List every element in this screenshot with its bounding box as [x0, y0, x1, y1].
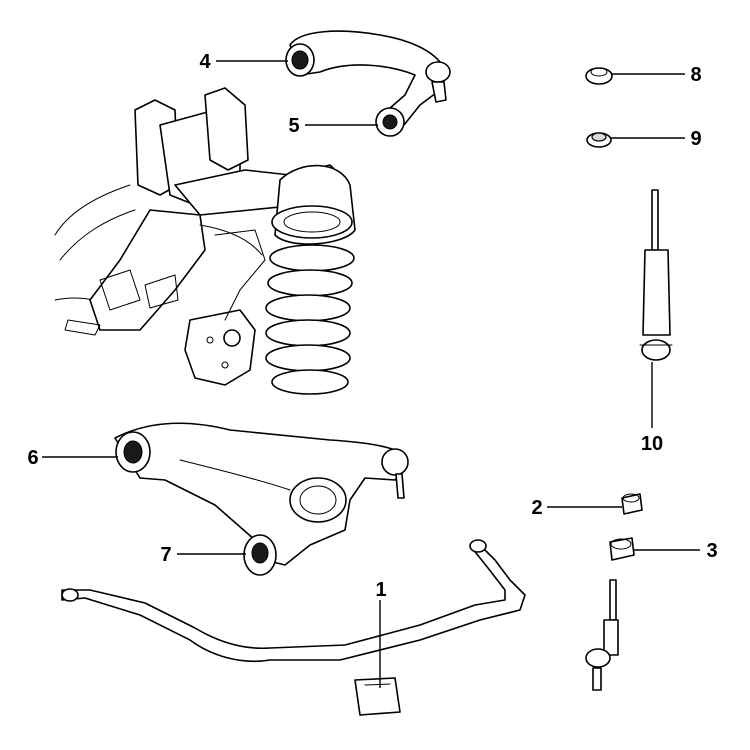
stabilizer-link — [585, 579, 619, 691]
upper-control-arm — [285, 30, 451, 137]
bushing-3 — [609, 537, 635, 561]
callout-8: 8 — [690, 64, 701, 86]
nut-9 — [586, 132, 612, 148]
shock-absorber — [639, 189, 673, 361]
lower-control-arm — [114, 422, 409, 576]
callout-7: 7 — [160, 544, 171, 566]
callout-6: 6 — [27, 447, 38, 469]
isolator-8 — [585, 67, 613, 85]
callout-1: 1 — [375, 579, 386, 601]
bushing-2 — [621, 493, 643, 515]
coil-spring — [265, 164, 356, 395]
callout-9: 9 — [690, 128, 701, 150]
callout-3: 3 — [706, 540, 717, 562]
callout-5: 5 — [288, 115, 299, 137]
callout-10: 10 — [641, 433, 663, 455]
callout-4: 4 — [199, 51, 211, 73]
callout-2: 2 — [531, 497, 542, 519]
stabilizer-bar — [61, 539, 526, 716]
